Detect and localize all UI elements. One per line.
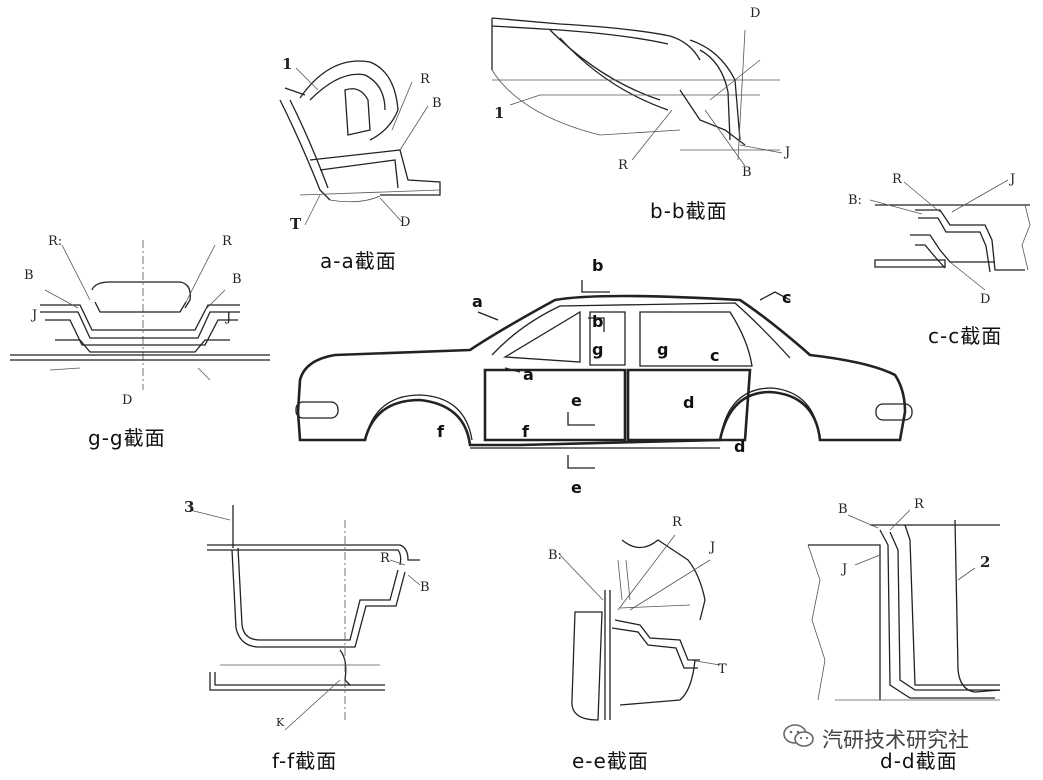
car-rear-door <box>626 368 752 442</box>
marker-g-right: g <box>657 340 669 359</box>
marker-e-top: e <box>571 391 582 410</box>
caption-section-ee: e-e截面 <box>572 749 649 773</box>
label-aa-1: 1 <box>282 55 293 73</box>
car-roof-inner <box>491 302 791 359</box>
label-bb-R: R <box>618 158 628 173</box>
cut-mark-e-top <box>567 412 595 426</box>
label-aa-D: D <box>400 215 411 230</box>
marker-c-top: c <box>782 288 792 307</box>
label-gg-R-colon: R: <box>48 234 63 249</box>
label-ee-B-colon: B: <box>548 548 562 563</box>
section-ff-drawing <box>207 505 420 720</box>
section-gg-drawing <box>10 240 270 390</box>
marker-e-bottom: e <box>571 478 582 497</box>
car-body-outline <box>296 294 907 447</box>
caption-section-ff: f-f截面 <box>272 749 338 773</box>
rear-bumper <box>875 403 913 421</box>
label-ff-B: B <box>420 580 430 595</box>
caption-section-bb: b-b截面 <box>650 199 728 223</box>
car-front-door <box>483 368 627 442</box>
cut-mark-b-top <box>581 280 610 293</box>
car-windshield <box>502 310 581 363</box>
rear-wheel-arch <box>719 387 821 441</box>
section-ee-drawing <box>571 539 706 721</box>
label-bb-D: D <box>750 6 761 21</box>
car-side-view <box>295 280 913 469</box>
cut-mark-e-bottom <box>567 455 595 469</box>
marker-f-left: f <box>437 422 444 441</box>
label-aa-R: R <box>420 72 430 87</box>
label-ee-T: T <box>718 662 727 677</box>
caption-section-dd: d-d截面 <box>880 749 958 773</box>
label-cc-J: J <box>1010 172 1016 187</box>
label-ff-3: 3 <box>184 498 195 516</box>
label-cc-R: R <box>892 172 902 187</box>
label-ee-J: J <box>710 540 716 555</box>
front-bumper <box>295 401 339 419</box>
label-bb-B: B <box>742 165 752 180</box>
label-cc-D: D <box>980 292 991 307</box>
label-bb-1: 1 <box>494 104 505 122</box>
cut-mark-a-top <box>477 311 499 321</box>
section-dd-drawing <box>807 519 1001 701</box>
label-aa-B: B <box>432 96 442 111</box>
marker-d-bottom: d <box>734 437 746 456</box>
label-gg-B-left: B <box>24 268 34 283</box>
section-bb-drawing <box>491 17 780 161</box>
cut-mark-a-bottom <box>504 367 521 373</box>
label-aa-T: T <box>290 215 302 233</box>
cut-mark-b-mid <box>588 317 605 332</box>
label-gg-B-right: B <box>232 272 242 287</box>
label-dd-R: R <box>914 497 924 512</box>
marker-a-top: a <box>472 292 483 311</box>
label-ee-R: R <box>672 515 682 530</box>
front-wheel-arch <box>364 394 473 441</box>
label-ff-K: K <box>276 716 285 729</box>
caption-section-gg: g-g截面 <box>88 426 166 450</box>
label-dd-2: 2 <box>980 553 991 571</box>
watermark: 汽研技术研究社 <box>782 722 969 755</box>
marker-c-mid: c <box>710 346 720 365</box>
watermark-text: 汽研技术研究社 <box>822 727 969 752</box>
caption-section-cc: c-c截面 <box>928 324 1003 348</box>
leader-lines <box>44 67 1009 731</box>
car-rear-window <box>639 311 753 367</box>
label-gg-R: R <box>222 234 232 249</box>
label-dd-J: J <box>842 562 848 577</box>
label-cc-B-colon: B: <box>848 193 862 208</box>
marker-d-top: d <box>683 393 695 412</box>
label-gg-J-left: J <box>32 308 38 323</box>
cut-mark-c <box>759 291 791 301</box>
caption-section-aa: a-a截面 <box>320 249 397 273</box>
car-front-window <box>589 311 626 366</box>
label-dd-B: B <box>838 502 848 517</box>
label-gg-D: D <box>122 393 133 408</box>
label-bb-J: J <box>785 145 791 160</box>
section-aa-drawing <box>279 60 441 203</box>
section-cc-drawing <box>874 204 1031 273</box>
marker-b-mid: b <box>592 312 604 331</box>
marker-a-bottom: a <box>523 365 534 384</box>
marker-g-left: g <box>592 340 604 359</box>
marker-b-top: b <box>592 256 604 275</box>
label-ff-R: R <box>380 551 390 566</box>
wechat-icon <box>782 722 816 755</box>
marker-f-right: f <box>522 422 529 441</box>
label-gg-J-right: J <box>226 310 232 325</box>
